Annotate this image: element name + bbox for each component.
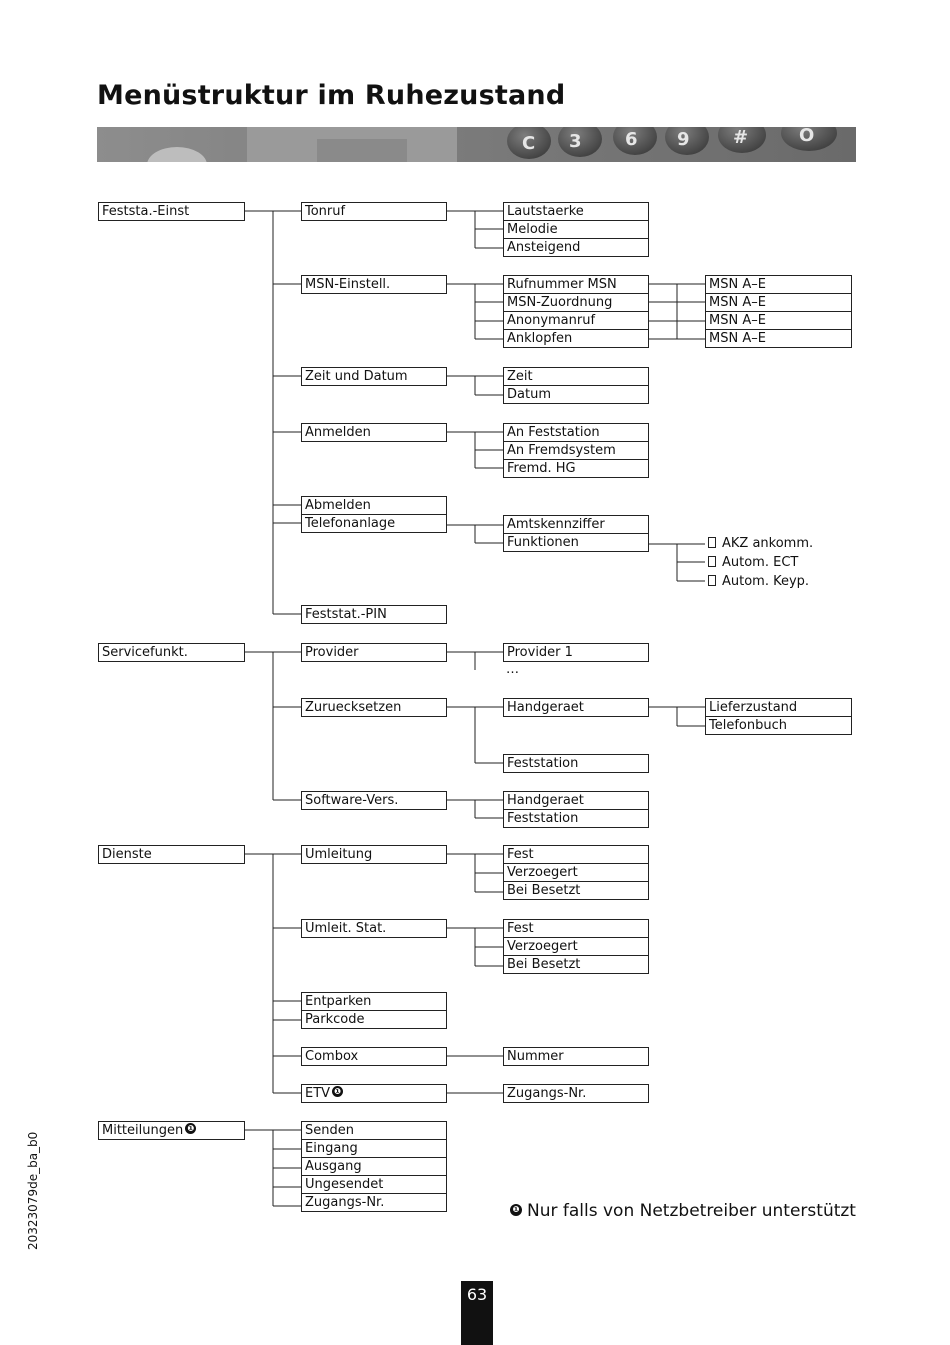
menu-item-msn-einstell: MSN-Einstell.	[301, 275, 447, 294]
menu-item-nummer: Nummer	[503, 1047, 649, 1066]
menu-item-software-vers: Software-Vers.	[301, 791, 447, 810]
menu-group-msn-sub: Rufnummer MSN MSN-Zuordnung Anonymanruf …	[503, 275, 649, 348]
menu-item-fremd-hg: Fremd. HG	[504, 459, 648, 477]
footnote-marker: ❶	[510, 1204, 522, 1216]
menu-item-sw-feststation: Feststation	[504, 809, 648, 827]
menu-item-etv-zugangs-nr: Zugangs-Nr.	[503, 1084, 649, 1103]
menu-item-provider: Provider	[301, 643, 447, 662]
menu-group-anmelden-sub: An Feststation An Fremdsystem Fremd. HG	[503, 423, 649, 478]
footnote-marker: ❶	[332, 1086, 344, 1097]
menu-item-msn-a-e: MSN A–E	[706, 329, 851, 347]
menu-item-sw-handgeraet: Handgeraet	[507, 793, 584, 808]
page-number: 63	[461, 1281, 493, 1345]
menu-item-abmelden: Abmelden	[305, 498, 371, 513]
menu-item-lieferzustand: Lieferzustand	[709, 700, 798, 715]
key-label: 9	[677, 129, 690, 150]
menu-item-verzoegert: Verzoegert	[504, 863, 648, 881]
menu-group-mitteilungen: Senden Eingang Ausgang Ungesendet Zugang…	[301, 1121, 447, 1212]
menu-item-anmelden: Anmelden	[301, 423, 447, 442]
menu-item-provider-1: Provider 1	[503, 643, 649, 662]
menu-item-autom-ect: Autom. ECT	[708, 555, 798, 570]
menu-item-datum: Datum	[504, 385, 648, 403]
menu-item-senden: Senden	[305, 1123, 354, 1138]
menu-item-akz-ankomm: AKZ ankomm.	[708, 536, 813, 551]
menu-item-reset-feststation: Feststation	[503, 754, 649, 773]
menu-item-reset-handgeraet: Handgeraet	[503, 698, 649, 717]
menu-group-handgeraet-reset: Lieferzustand Telefonbuch	[705, 698, 852, 735]
menu-item-rufnummer-msn: Rufnummer MSN	[507, 277, 617, 292]
menu-item-tonruf: Tonruf	[301, 202, 447, 221]
menu-item-entparken: Entparken	[305, 994, 372, 1009]
menu-item-msn-a-e: MSN A–E	[706, 311, 851, 329]
document-code: 20323079de_ba_b0	[26, 1131, 40, 1250]
key-label: #	[733, 127, 748, 148]
keypad-photo-banner: C 3 6 9 # O	[97, 127, 856, 162]
menu-item-dienste: Dienste	[98, 845, 245, 864]
menu-item-combox: Combox	[301, 1047, 447, 1066]
menu-group-umleitung-sub: Fest Verzoegert Bei Besetzt	[503, 845, 649, 900]
menu-item-zeit-datum: Zeit und Datum	[301, 367, 447, 386]
keypad-keys	[507, 127, 837, 159]
menu-item-zuruecksetzen: Zuruecksetzen	[301, 698, 447, 717]
menu-item-melodie: Melodie	[504, 220, 648, 238]
menu-item-servicefunkt: Servicefunkt.	[98, 643, 245, 662]
menu-group-msn-ae: MSN A–E MSN A–E MSN A–E MSN A–E	[705, 275, 852, 348]
menu-item-eingang: Eingang	[302, 1139, 446, 1157]
menu-item-lautstaerke: Lautstaerke	[507, 204, 584, 219]
menu-item-feststa-einst: Feststa.-Einst	[98, 202, 245, 221]
menu-group-entparken-parkcode: Entparken Parkcode	[301, 992, 447, 1029]
menu-item-an-feststation: An Feststation	[507, 425, 600, 440]
menu-item-zugangs-nr: Zugangs-Nr.	[302, 1193, 446, 1211]
menu-item-more: …	[506, 662, 519, 677]
menu-item-fest: Fest	[507, 847, 534, 862]
menu-item-msn-a-e: MSN A–E	[709, 277, 766, 292]
page-title: Menüstruktur im Ruhezustand	[97, 80, 566, 111]
menu-item-ansteigend: Ansteigend	[504, 238, 648, 256]
menu-group-tonruf-sub: Lautstaerke Melodie Ansteigend	[503, 202, 649, 257]
menu-item-telefonanlage: Telefonanlage	[302, 514, 446, 532]
menu-item-ausgang: Ausgang	[302, 1157, 446, 1175]
menu-group-umleit-stat-sub: Fest Verzoegert Bei Besetzt	[503, 919, 649, 974]
menu-item-telefonbuch: Telefonbuch	[706, 716, 851, 734]
checkbox-icon	[708, 575, 716, 586]
menu-item-bei-besetzt: Bei Besetzt	[504, 955, 648, 973]
menu-item-anklopfen: Anklopfen	[504, 329, 648, 347]
menu-item-bei-besetzt: Bei Besetzt	[504, 881, 648, 899]
menu-item-anonymanruf: Anonymanruf	[504, 311, 648, 329]
checkbox-icon	[708, 556, 716, 567]
menu-item-umleitung: Umleitung	[301, 845, 447, 864]
key-label: O	[799, 127, 814, 146]
menu-group-zeit-sub: Zeit Datum	[503, 367, 649, 404]
menu-item-msn-zuordnung: MSN-Zuordnung	[504, 293, 648, 311]
menu-group-software-sub: Handgeraet Feststation	[503, 791, 649, 828]
menu-group-abmelden-telefonanlage: Abmelden Telefonanlage	[301, 496, 447, 533]
menu-item-amtskennziffer: Amtskennziffer	[507, 517, 605, 532]
menu-item-umleit-stat: Umleit. Stat.	[301, 919, 447, 938]
checkbox-icon	[708, 537, 716, 548]
key-label: 3	[569, 131, 582, 152]
menu-item-parkcode: Parkcode	[302, 1010, 446, 1028]
menu-item-ungesendet: Ungesendet	[302, 1175, 446, 1193]
menu-item-zeit: Zeit	[507, 369, 533, 384]
menu-item-funktionen: Funktionen	[504, 533, 648, 551]
menu-group-telefonanlage-sub: Amtskennziffer Funktionen	[503, 515, 649, 552]
key-label: C	[522, 133, 535, 154]
menu-item-feststat-pin: Feststat.-PIN	[301, 605, 447, 624]
menu-item-autom-keyp: Autom. Keyp.	[708, 574, 809, 589]
menu-item-an-fremdsystem: An Fremdsystem	[504, 441, 648, 459]
menu-item-verzoegert: Verzoegert	[504, 937, 648, 955]
key-label: 6	[625, 129, 638, 150]
menu-item-fest: Fest	[507, 921, 534, 936]
menu-item-msn-a-e: MSN A–E	[706, 293, 851, 311]
footnote-marker: ❶	[185, 1123, 197, 1134]
